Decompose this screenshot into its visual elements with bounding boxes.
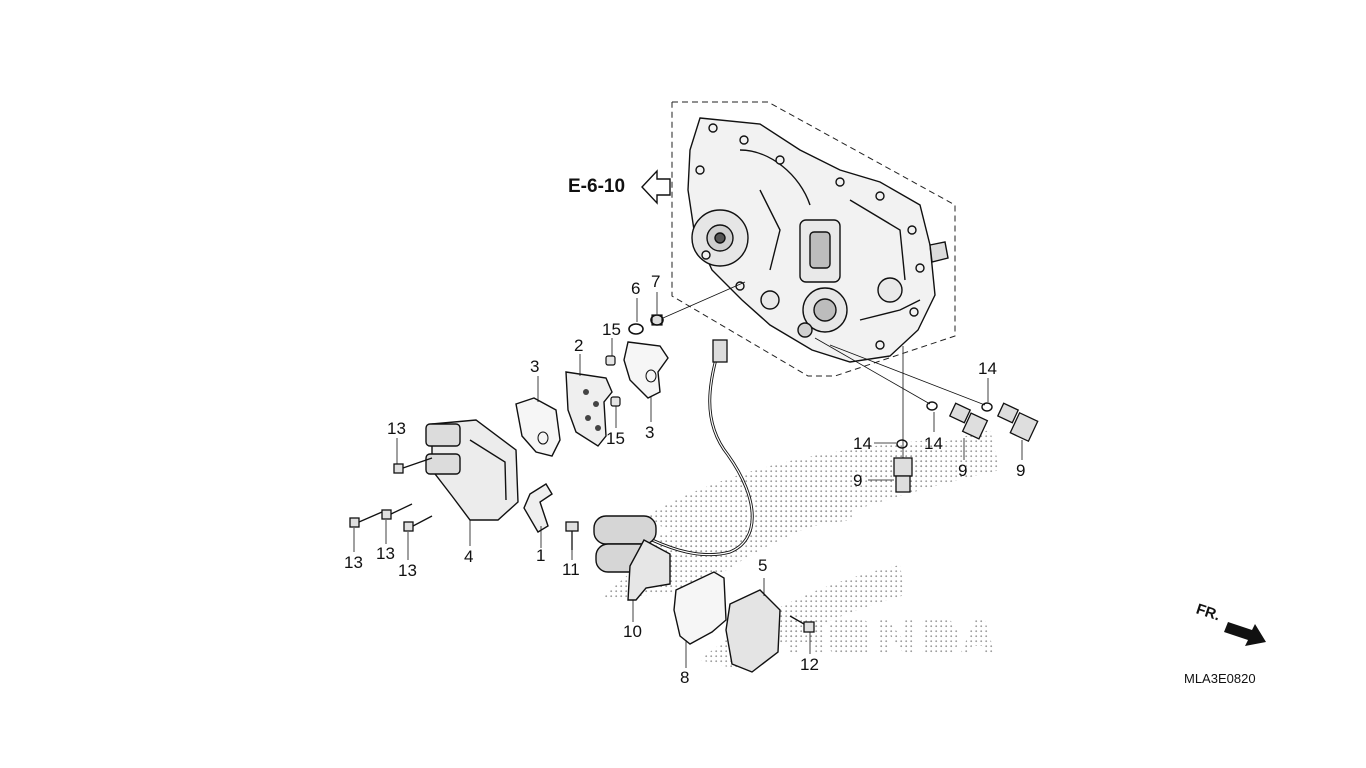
bolt-13-bottom xyxy=(403,515,433,532)
o-ring-6 xyxy=(628,323,644,335)
callout-9-center: 9 xyxy=(853,471,863,490)
reference-arrow-icon xyxy=(641,169,671,205)
washer-14-right xyxy=(981,402,993,412)
dowel-pin-15-top xyxy=(605,355,616,366)
gasket-8 xyxy=(673,571,727,645)
clip-1 xyxy=(523,483,553,533)
honda-wordmark-watermark xyxy=(790,620,995,655)
bolt-13-left xyxy=(349,511,383,528)
crankcase-cover xyxy=(687,117,949,363)
callout-14-middle: 14 xyxy=(924,434,943,453)
callout-10: 10 xyxy=(623,622,642,641)
callout-13-left: 13 xyxy=(344,553,363,572)
washer-14-middle xyxy=(926,401,938,411)
callout-7: 7 xyxy=(651,272,661,291)
callout-1: 1 xyxy=(536,546,546,565)
bolt-12 xyxy=(789,615,815,633)
reference-label: E-6-10 xyxy=(568,176,626,197)
assembly-boundary xyxy=(671,101,956,377)
callout-12: 12 xyxy=(800,655,819,674)
sensor-harness-10 xyxy=(593,339,754,601)
switch-9-right xyxy=(996,402,1039,443)
callout-5: 5 xyxy=(758,556,768,575)
callout-8: 8 xyxy=(680,668,690,687)
bolt-11 xyxy=(565,521,579,550)
gasket-3-left xyxy=(515,397,561,457)
callout-9-middle: 9 xyxy=(958,461,968,480)
callout-9-right: 9 xyxy=(1016,461,1026,480)
cover-5 xyxy=(725,589,781,673)
switch-9-center xyxy=(893,457,913,493)
switch-9-middle xyxy=(948,402,989,440)
callout-15-top: 15 xyxy=(602,320,621,339)
callout-3-right: 3 xyxy=(645,423,655,442)
gasket-3-right xyxy=(623,341,669,399)
washer-14-center xyxy=(896,439,908,449)
callout-11: 11 xyxy=(562,560,580,579)
callout-4: 4 xyxy=(464,547,474,566)
callout-13-top: 13 xyxy=(387,419,406,438)
callout-14-center: 14 xyxy=(853,434,872,453)
front-direction-arrow-icon xyxy=(1224,622,1266,646)
cover-4 xyxy=(425,419,519,521)
callout-13-mid: 13 xyxy=(376,544,395,563)
callout-15-bottom: 15 xyxy=(606,429,625,448)
o-ring-7 xyxy=(650,314,664,326)
callout-13-bottom: 13 xyxy=(398,561,417,580)
dowel-pin-15-bottom xyxy=(610,396,621,407)
bolt-13-top xyxy=(393,457,433,474)
callout-2: 2 xyxy=(574,336,584,355)
callout-6: 6 xyxy=(631,279,641,298)
bolt-13-mid xyxy=(381,503,413,520)
leader-lines xyxy=(353,292,1023,668)
callout-3-left: 3 xyxy=(530,357,540,376)
callout-14-right: 14 xyxy=(978,359,997,378)
drawing-code: MLA3E0820 xyxy=(1184,671,1256,686)
